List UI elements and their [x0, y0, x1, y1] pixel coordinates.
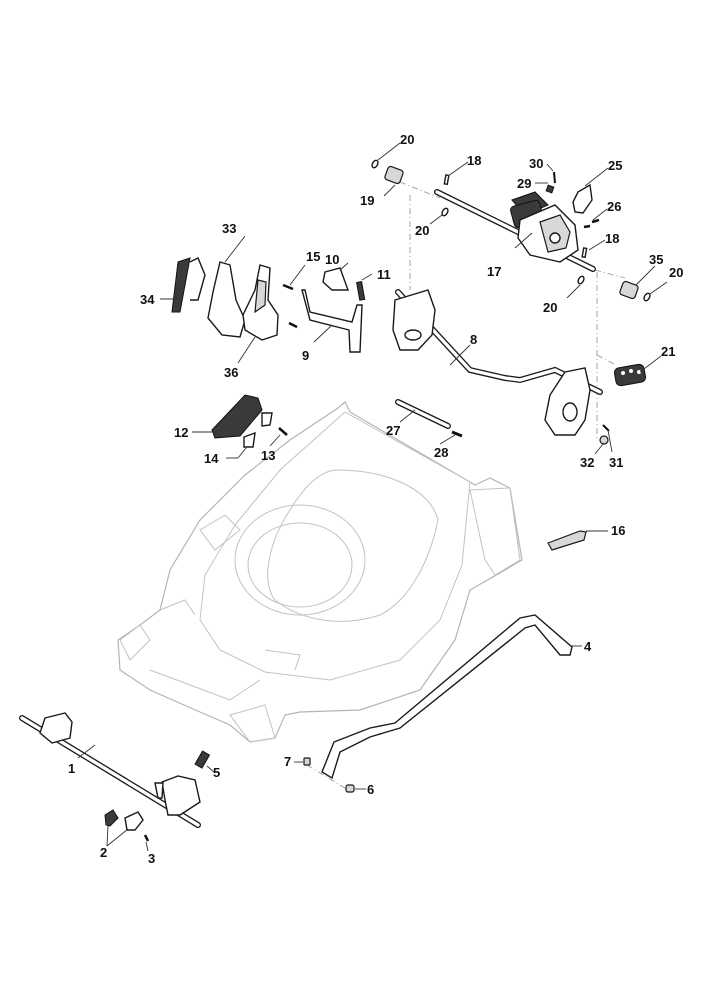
- mower-deck: [117, 401, 523, 743]
- callout-11: 11: [377, 267, 391, 282]
- gearbox-motor[interactable]: [510, 191, 579, 263]
- height-clip[interactable]: [124, 811, 144, 831]
- callout-13: 13: [261, 448, 275, 463]
- front-axle[interactable]: [19, 712, 201, 828]
- screw-icon[interactable]: [451, 430, 463, 438]
- callout-8: 8: [470, 332, 477, 347]
- callout-12: 12: [174, 425, 188, 440]
- screw-icon[interactable]: [278, 427, 288, 436]
- circlip-icon[interactable]: [643, 292, 651, 302]
- callout-6: 6: [367, 782, 374, 797]
- circlip-icon[interactable]: [371, 159, 379, 169]
- bracket-plate[interactable]: [572, 183, 593, 214]
- bushing-icon[interactable]: [345, 784, 355, 793]
- callout-30: 30: [529, 156, 543, 171]
- callout-28: 28: [434, 445, 448, 460]
- callout-19: 19: [360, 193, 374, 208]
- callout-16: 16: [611, 523, 625, 538]
- screw-icon[interactable]: [583, 224, 591, 229]
- callout-31: 31: [609, 455, 623, 470]
- screw-icon[interactable]: [288, 321, 298, 329]
- clip[interactable]: [547, 530, 587, 551]
- height-clip[interactable]: [104, 809, 119, 827]
- callout-1: 1: [68, 761, 75, 776]
- callout-18: 18: [605, 231, 619, 246]
- screw-icon[interactable]: [553, 171, 556, 184]
- circlip-icon[interactable]: [577, 275, 585, 285]
- callout-10: 10: [325, 252, 339, 267]
- cap[interactable]: [243, 431, 256, 448]
- callout-27: 27: [386, 423, 400, 438]
- callout-15: 15: [306, 249, 320, 264]
- leader-lines: [77, 142, 668, 852]
- spring-5[interactable]: [194, 750, 211, 769]
- nut-icon[interactable]: [303, 757, 311, 766]
- callout-35: 35: [649, 252, 663, 267]
- nut-icon[interactable]: [545, 184, 555, 194]
- callout-3: 3: [148, 851, 155, 866]
- callout-32: 32: [580, 455, 594, 470]
- callout-20: 20: [543, 300, 557, 315]
- lever-cover[interactable]: [207, 261, 246, 338]
- cap-plate[interactable]: [261, 412, 273, 427]
- assembly-guide-lines: [306, 181, 626, 791]
- callout-36: 36: [224, 365, 238, 380]
- rack[interactable]: [171, 257, 191, 313]
- callout-33: 33: [222, 221, 236, 236]
- rod-27[interactable]: [395, 399, 451, 429]
- pin-icon[interactable]: [581, 247, 588, 259]
- screw-icon[interactable]: [591, 218, 600, 224]
- callout-4: 4: [584, 639, 592, 654]
- callout-20: 20: [415, 223, 429, 238]
- callout-25: 25: [608, 158, 622, 173]
- lever-rod[interactable]: [301, 289, 363, 353]
- screw-icon[interactable]: [282, 283, 294, 291]
- tension-spring[interactable]: [356, 281, 366, 301]
- callout-29: 29: [517, 176, 531, 191]
- washer-icon[interactable]: [599, 435, 609, 445]
- callout-21: 21: [661, 344, 675, 359]
- callout-2: 2: [100, 845, 107, 860]
- height-selector[interactable]: [211, 394, 263, 439]
- callout-labels: 20 19 18 20 30 29 25 26 18 17 35 20 20 3…: [68, 132, 683, 866]
- pin-icon[interactable]: [443, 174, 450, 186]
- pinion-35[interactable]: [619, 280, 639, 300]
- callout-17: 17: [487, 264, 501, 279]
- pinion-19[interactable]: [384, 165, 404, 185]
- callout-5: 5: [213, 765, 220, 780]
- callout-18: 18: [467, 153, 481, 168]
- callout-14: 14: [204, 451, 219, 466]
- callout-20: 20: [669, 265, 683, 280]
- wheel-hub-adapter[interactable]: [613, 363, 647, 387]
- rack-hook: [189, 257, 206, 301]
- callout-26: 26: [607, 199, 621, 214]
- callout-7: 7: [284, 754, 291, 769]
- circlip-icon[interactable]: [441, 207, 449, 217]
- callout-34: 34: [140, 292, 155, 307]
- bracket-10[interactable]: [322, 267, 349, 291]
- screw-icon[interactable]: [143, 834, 150, 842]
- callout-20: 20: [400, 132, 414, 147]
- connecting-rod[interactable]: [321, 614, 573, 780]
- callout-9: 9: [302, 348, 309, 363]
